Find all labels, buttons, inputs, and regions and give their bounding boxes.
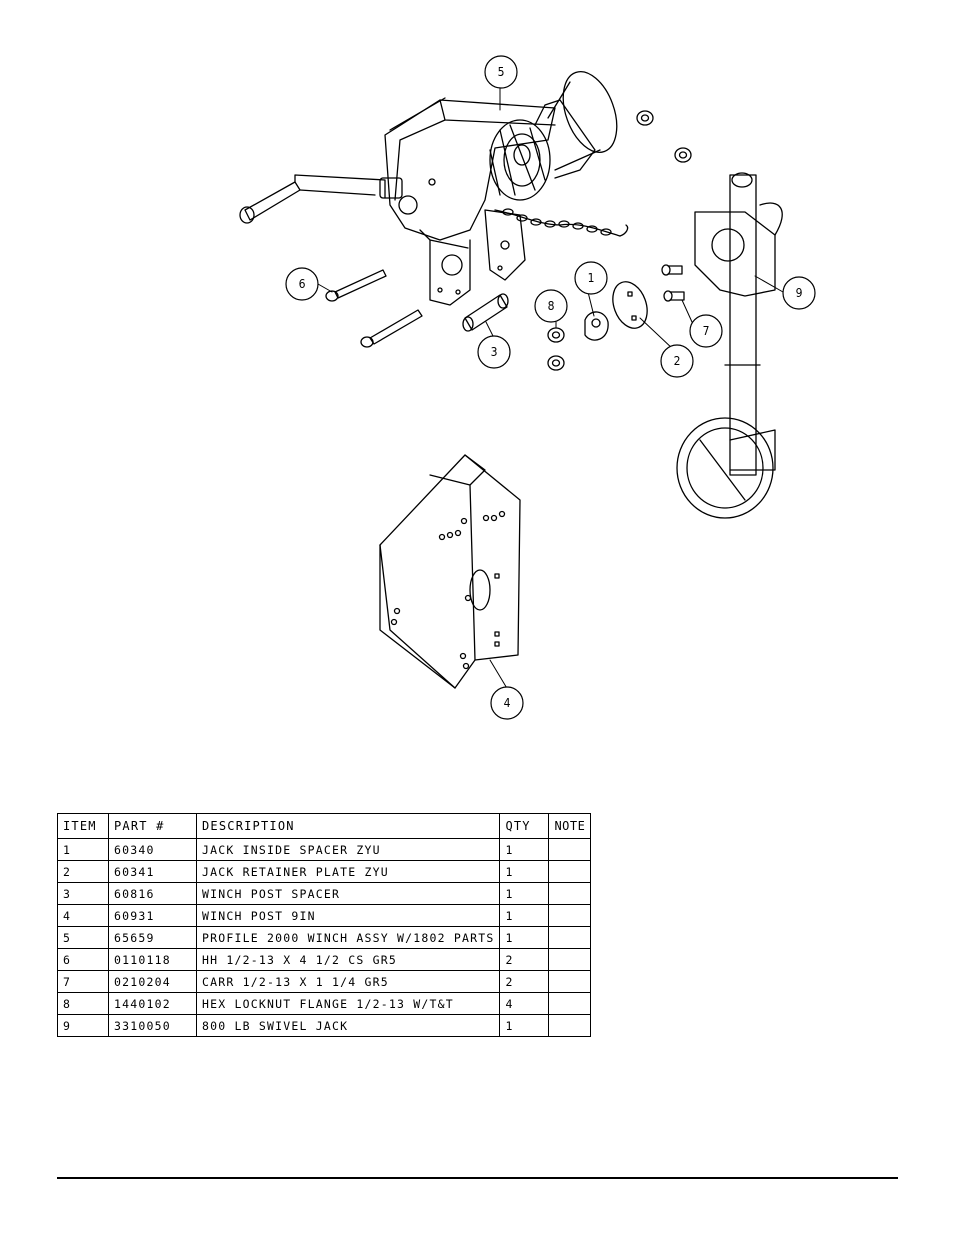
callout-item-8: 8 bbox=[534, 289, 568, 323]
cell-part-number: 65659 bbox=[108, 926, 197, 949]
cell-part-number: 0210204 bbox=[108, 970, 197, 993]
svg-text:5: 5 bbox=[498, 65, 505, 79]
cell-item: 3 bbox=[57, 882, 109, 905]
callout-item-5: 5 bbox=[484, 55, 518, 89]
cell-item: 6 bbox=[57, 948, 109, 971]
cell-part-number: 0110118 bbox=[108, 948, 197, 971]
table-row: 8 1440102 HEX LOCKNUT FLANGE 1/2-13 W/T&… bbox=[57, 992, 592, 1015]
cell-part-number: 1440102 bbox=[108, 992, 197, 1015]
cell-description: JACK RETAINER PLATE ZYU bbox=[195, 860, 501, 883]
callout-item-7: 7 bbox=[689, 314, 723, 348]
cell-qty: 1 bbox=[499, 882, 550, 905]
winch-assembly bbox=[239, 71, 629, 306]
callout-item-9: 9 bbox=[782, 276, 816, 310]
table-row: 1 60340 JACK INSIDE SPACER ZYU 1 bbox=[57, 838, 592, 861]
cell-item: 9 bbox=[57, 1014, 109, 1037]
cell-qty: 2 bbox=[499, 970, 550, 993]
winch-post bbox=[379, 454, 521, 689]
cell-part-number: 60340 bbox=[108, 838, 197, 861]
svg-text:8: 8 bbox=[548, 299, 555, 313]
header-part-number: PART # bbox=[108, 813, 197, 839]
callout-item-6: 6 bbox=[285, 267, 319, 301]
cell-qty: 1 bbox=[499, 1014, 550, 1037]
cell-qty: 4 bbox=[499, 992, 550, 1015]
table-row: 6 0110118 HH 1/2-13 X 4 1/2 CS GR5 2 bbox=[57, 948, 592, 971]
jack-inside-spacer bbox=[584, 311, 609, 341]
header-qty: QTY bbox=[499, 813, 550, 839]
cell-part-number: 60341 bbox=[108, 860, 197, 883]
jack-retainer-plate bbox=[612, 281, 648, 329]
cell-part-number: 60816 bbox=[108, 882, 197, 905]
cell-qty: 1 bbox=[499, 860, 550, 883]
table-row: 2 60341 JACK RETAINER PLATE ZYU 1 bbox=[57, 860, 592, 883]
flange-locknuts bbox=[547, 327, 565, 371]
cell-qty: 2 bbox=[499, 948, 550, 971]
table-header-row: ITEM PART # DESCRIPTION QTY NOTE bbox=[57, 813, 592, 839]
callout-item-2: 2 bbox=[660, 344, 694, 378]
cell-qty: 1 bbox=[499, 838, 550, 861]
leader-lines bbox=[317, 87, 784, 691]
table-row: 9 3310050 800 LB SWIVEL JACK 1 bbox=[57, 1014, 592, 1037]
cell-item: 4 bbox=[57, 904, 109, 927]
cell-qty: 1 bbox=[499, 904, 550, 927]
cell-description: HH 1/2-13 X 4 1/2 CS GR5 bbox=[195, 948, 501, 971]
header-item: ITEM bbox=[57, 813, 109, 839]
cell-description: CARR 1/2-13 X 1 1/4 GR5 bbox=[195, 970, 501, 993]
cell-part-number: 60931 bbox=[108, 904, 197, 927]
callout-item-4: 4 bbox=[490, 686, 524, 720]
cell-item: 2 bbox=[57, 860, 109, 883]
cell-item: 8 bbox=[57, 992, 109, 1015]
svg-text:4: 4 bbox=[504, 696, 511, 710]
svg-text:2: 2 bbox=[674, 354, 681, 368]
cell-note bbox=[548, 904, 592, 927]
loose-nuts bbox=[636, 110, 692, 163]
cell-item: 1 bbox=[57, 838, 109, 861]
cell-note bbox=[548, 926, 592, 949]
svg-text:1: 1 bbox=[588, 271, 595, 285]
cell-item: 5 bbox=[57, 926, 109, 949]
svg-text:9: 9 bbox=[796, 286, 803, 300]
cell-note bbox=[548, 838, 592, 861]
cell-item: 7 bbox=[57, 970, 109, 993]
cell-description: HEX LOCKNUT FLANGE 1/2-13 W/T&T bbox=[195, 992, 501, 1015]
header-description: DESCRIPTION bbox=[195, 813, 501, 839]
header-note: NOTE bbox=[548, 813, 592, 839]
cell-note bbox=[548, 970, 592, 993]
table-row: 4 60931 WINCH POST 9IN 1 bbox=[57, 904, 592, 927]
cell-part-number: 3310050 bbox=[108, 1014, 197, 1037]
svg-text:6: 6 bbox=[299, 277, 306, 291]
table-row: 5 65659 PROFILE 2000 WINCH ASSY W/1802 P… bbox=[57, 926, 592, 949]
svg-text:3: 3 bbox=[491, 345, 498, 359]
winch-post-spacer bbox=[462, 293, 509, 332]
svg-text:7: 7 bbox=[703, 324, 710, 338]
cell-description: WINCH POST SPACER bbox=[195, 882, 501, 905]
cell-description: JACK INSIDE SPACER ZYU bbox=[195, 838, 501, 861]
cell-qty: 1 bbox=[499, 926, 550, 949]
table-row: 7 0210204 CARR 1/2-13 X 1 1/4 GR5 2 bbox=[57, 970, 592, 993]
callout-item-3: 3 bbox=[477, 335, 511, 369]
carriage-bolts bbox=[661, 264, 685, 302]
footer-rule bbox=[57, 1177, 898, 1179]
table-row: 3 60816 WINCH POST SPACER 1 bbox=[57, 882, 592, 905]
cell-note bbox=[548, 860, 592, 883]
cell-note bbox=[548, 882, 592, 905]
hex-bolts bbox=[325, 269, 423, 348]
exploded-assembly-drawing: 5 6 3 8 1 2 7 9 4 bbox=[239, 55, 816, 720]
cell-description: WINCH POST 9IN bbox=[195, 904, 501, 927]
cell-description: PROFILE 2000 WINCH ASSY W/1802 PARTS bbox=[195, 926, 501, 949]
swivel-jack bbox=[676, 172, 783, 519]
callout-item-1: 1 bbox=[574, 261, 608, 295]
cell-note bbox=[548, 1014, 592, 1037]
cell-description: 800 LB SWIVEL JACK bbox=[195, 1014, 501, 1037]
cell-note bbox=[548, 992, 592, 1015]
cell-note bbox=[548, 948, 592, 971]
parts-list-table: ITEM PART # DESCRIPTION QTY NOTE 1 60340… bbox=[57, 813, 592, 1037]
